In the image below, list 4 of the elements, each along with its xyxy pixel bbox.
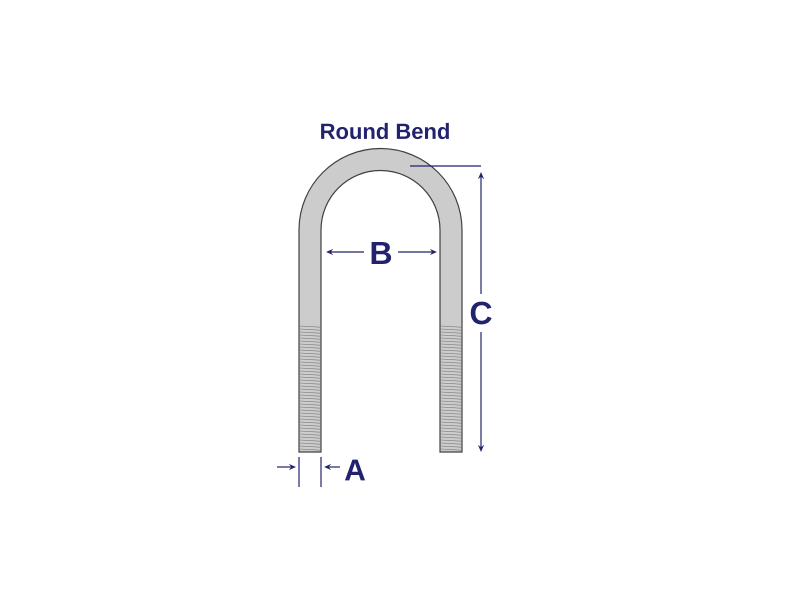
dimension-label: B [372, 242, 392, 264]
dimension-label: A [344, 460, 366, 480]
bend-label: Round Bend [321, 122, 449, 140]
dimension-label: C [470, 302, 492, 324]
